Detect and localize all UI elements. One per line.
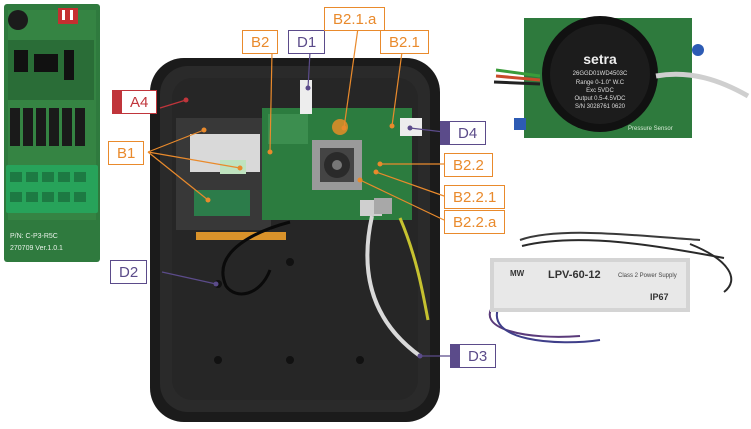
label-b2-2-1: B2.2.1 xyxy=(444,185,506,209)
svg-text:LPV-60-12: LPV-60-12 xyxy=(548,269,601,281)
label-b2-1-a: B2.1.a xyxy=(324,7,386,31)
svg-text:Class 2 Power Supply: Class 2 Power Supply xyxy=(618,273,677,279)
io-board: P/N: C-P3-R5C 270709 Ver.1.0.1 xyxy=(4,4,100,262)
label-a4: A4 xyxy=(112,90,158,114)
svg-text:Pressure Sensor: Pressure Sensor xyxy=(628,126,673,132)
svg-text:Range 0-1.0" W.C: Range 0-1.0" W.C xyxy=(576,80,625,86)
svg-text:S/N 3028761 0620: S/N 3028761 0620 xyxy=(575,104,626,110)
label-d3: D3 xyxy=(450,344,497,368)
svg-text:setra: setra xyxy=(583,51,617,67)
label-b2-2-a: B2.2.a xyxy=(444,210,506,234)
pressure-sensor: setra 26GGD01WD4503C Range 0-1.0" W.C Ex… xyxy=(493,16,750,138)
callout-lines xyxy=(147,27,452,359)
svg-text:26GGD01WD4503C: 26GGD01WD4503C xyxy=(573,71,628,77)
label-d4: D4 xyxy=(440,121,487,145)
label-b2-2: B2.2 xyxy=(444,153,493,177)
svg-text:Exc 5VDC: Exc 5VDC xyxy=(586,88,614,94)
power-supply: MW LPV-60-12 Class 2 Power Supply IP67 xyxy=(488,231,733,344)
svg-text:270709 Ver.1.0.1: 270709 Ver.1.0.1 xyxy=(10,245,63,252)
label-b2: B2 xyxy=(242,30,279,54)
svg-text:IP67: IP67 xyxy=(650,292,669,302)
svg-text:P/N: C-P3-R5C: P/N: C-P3-R5C xyxy=(10,233,58,240)
label-d2: D2 xyxy=(110,260,148,284)
label-d1: D1 xyxy=(288,30,326,54)
svg-text:Output 0.5-4.5VDC: Output 0.5-4.5VDC xyxy=(574,96,626,102)
svg-text:MW: MW xyxy=(510,269,525,278)
enclosure xyxy=(150,58,440,422)
label-b2-1: B2.1 xyxy=(380,30,429,54)
label-b1: B1 xyxy=(108,141,145,165)
